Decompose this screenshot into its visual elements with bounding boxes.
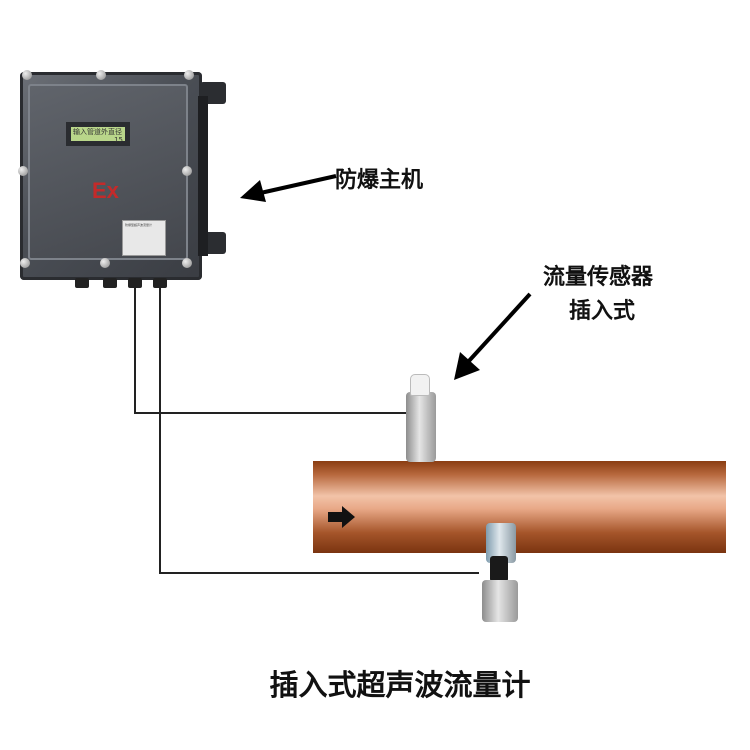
display-text: 输入管道外直径 [73, 128, 122, 136]
sensor-cap [410, 374, 430, 396]
pointer-arrow-icon [240, 174, 337, 202]
nameplate: 防爆型超声波流量计 [122, 220, 166, 256]
pipe [313, 461, 726, 553]
upper-insertion-sensor [406, 392, 436, 462]
sensor-body [482, 580, 518, 622]
cable-gland [75, 278, 89, 288]
display-value: 15 [114, 136, 123, 144]
pointer-arrow-icon [454, 292, 532, 380]
bolt-icon [182, 166, 192, 176]
host-label: 防爆主机 [335, 168, 424, 193]
cable [159, 286, 161, 574]
bolt-icon [20, 258, 30, 268]
sensor-type-label: 插入式 [569, 299, 636, 324]
cable [134, 412, 409, 414]
cable [159, 572, 479, 574]
bolt-icon [22, 70, 32, 80]
sensor-connector [490, 556, 508, 582]
flow-direction-arrow-icon [328, 506, 355, 528]
cable-gland [153, 278, 167, 288]
bolt-icon [184, 70, 194, 80]
cable-gland [128, 278, 142, 288]
ex-mark: Ex [92, 178, 119, 203]
bolt-icon [182, 258, 192, 268]
diagram-title: 插入式超声波流量计 [269, 668, 531, 702]
host-side [198, 96, 208, 256]
bolt-icon [96, 70, 106, 80]
bolt-icon [100, 258, 110, 268]
cable-gland [103, 278, 117, 288]
cable [134, 286, 136, 414]
bolt-icon [18, 166, 28, 176]
sensor-label: 流量传感器 [543, 265, 654, 290]
